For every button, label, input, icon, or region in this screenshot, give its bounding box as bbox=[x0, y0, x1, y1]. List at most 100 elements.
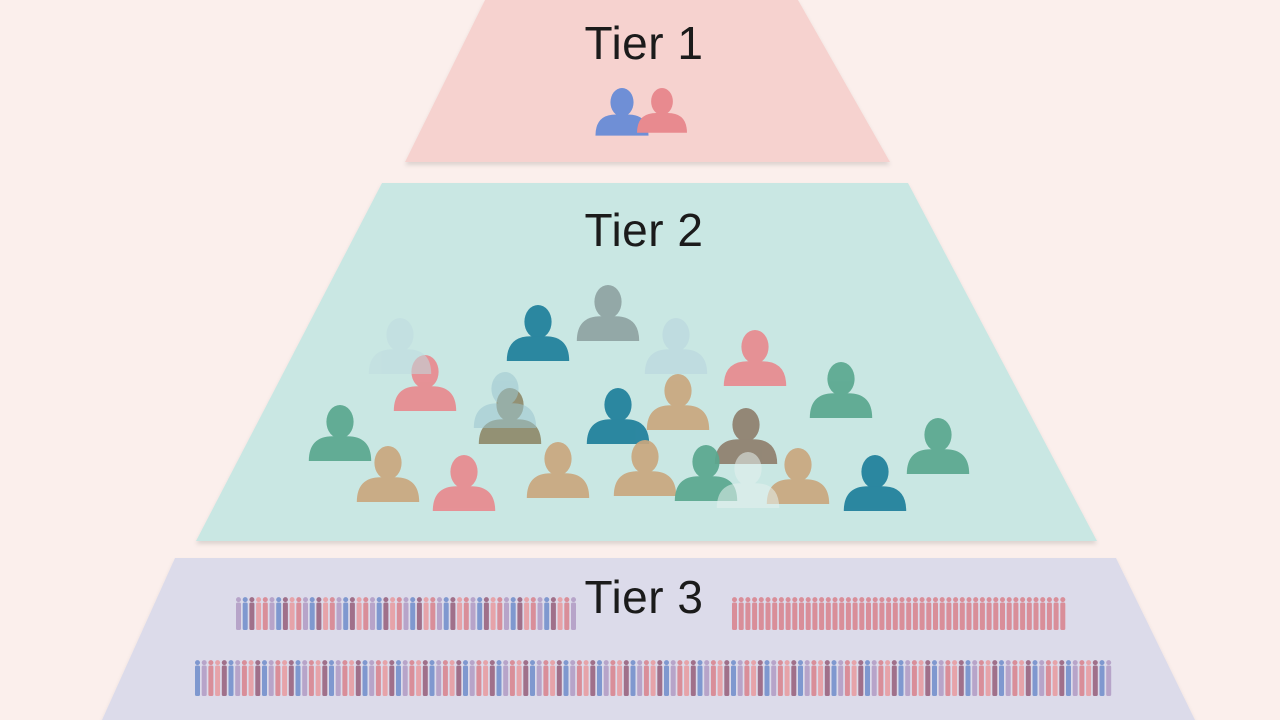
crowd-figure-icon bbox=[737, 660, 743, 696]
crowd-figure-icon bbox=[516, 660, 522, 696]
crowd-figure-icon bbox=[919, 597, 925, 630]
crowd-figure-icon bbox=[1079, 660, 1085, 696]
crowd-figure-icon bbox=[201, 660, 207, 696]
crowd-figure-icon bbox=[623, 660, 629, 696]
crowd-figure-icon bbox=[282, 597, 288, 630]
crowd-figure-icon bbox=[369, 660, 375, 696]
crowd-figure-icon bbox=[470, 597, 476, 630]
crowd-figure-icon bbox=[979, 597, 985, 630]
crowd-figure-icon bbox=[289, 597, 295, 630]
crowd-figure-icon bbox=[422, 660, 428, 696]
tier-3-label: Tier 3 bbox=[584, 571, 704, 623]
crowd-figure-icon bbox=[477, 597, 483, 630]
crowd-figure-icon bbox=[356, 597, 362, 630]
crowd-figure-icon bbox=[463, 660, 468, 696]
crowd-figure-icon bbox=[745, 597, 751, 630]
person-icon bbox=[576, 285, 640, 341]
crowd-figure-icon bbox=[752, 597, 758, 630]
person-pink-icon bbox=[637, 88, 687, 133]
crowd-figure-icon bbox=[992, 660, 998, 696]
crowd-figure-icon bbox=[1045, 660, 1051, 696]
tier-1-trapezoid bbox=[405, 0, 890, 162]
crowd-figure-icon bbox=[476, 660, 482, 696]
crowd-figure-icon bbox=[1039, 660, 1045, 696]
crowd-figure-icon bbox=[812, 597, 818, 630]
crowd-figure-icon bbox=[804, 660, 810, 696]
crowd-figure-icon bbox=[489, 660, 495, 696]
crowd-figure-icon bbox=[885, 660, 891, 696]
crowd-figure-icon bbox=[236, 597, 241, 630]
crowd-figure-icon bbox=[296, 597, 302, 630]
crowd-figure-icon bbox=[851, 660, 857, 696]
tier-1-people bbox=[595, 88, 687, 136]
crowd-figure-icon bbox=[497, 597, 503, 630]
crowd-figure-icon bbox=[564, 597, 570, 630]
crowd-figure-icon bbox=[650, 660, 656, 696]
crowd-figure-icon bbox=[684, 660, 690, 696]
crowd-figure-icon bbox=[872, 597, 878, 630]
crowd-figure-icon bbox=[925, 660, 931, 696]
crowd-figure-icon bbox=[932, 660, 937, 696]
crowd-figure-icon bbox=[571, 597, 576, 630]
crowd-figure-icon bbox=[457, 597, 463, 630]
crowd-figure-icon bbox=[355, 660, 361, 696]
crowd-figure-icon bbox=[570, 660, 576, 696]
crowd-figure-icon bbox=[416, 660, 422, 696]
crowd-figure-icon bbox=[799, 597, 804, 630]
crowd-figure-icon bbox=[583, 660, 589, 696]
crowd-figure-icon bbox=[993, 597, 999, 630]
crowd-figure-icon bbox=[509, 660, 515, 696]
crowd-figure-icon bbox=[228, 660, 234, 696]
crowd-figure-icon bbox=[322, 660, 328, 696]
crowd-figure-icon bbox=[871, 660, 877, 696]
crowd-figure-icon bbox=[778, 597, 784, 630]
crowd-figure-icon bbox=[537, 597, 543, 630]
crowd-figure-icon bbox=[690, 660, 696, 696]
crowd-figure-icon bbox=[697, 660, 703, 696]
crowd-figure-icon bbox=[576, 660, 582, 696]
crowd-figure-icon bbox=[831, 660, 837, 696]
crowd-figure-icon bbox=[349, 597, 355, 630]
crowd-figure-icon bbox=[825, 597, 831, 630]
tier-3-crowd bbox=[195, 597, 1112, 696]
tier-2-people bbox=[308, 285, 970, 511]
crowd-figure-icon bbox=[1006, 597, 1012, 630]
crowd-figure-icon bbox=[335, 660, 341, 696]
crowd-figure-icon bbox=[858, 660, 864, 696]
crowd-figure-icon bbox=[276, 597, 282, 630]
crowd-figure-icon bbox=[985, 660, 991, 696]
crowd-figure-icon bbox=[610, 660, 616, 696]
crowd-figure-icon bbox=[1000, 597, 1005, 630]
crowd-figure-icon bbox=[657, 660, 663, 696]
crowd-figure-icon bbox=[852, 597, 858, 630]
crowd-figure-icon bbox=[288, 660, 294, 696]
crowd-figure-icon bbox=[215, 660, 221, 696]
crowd-figure-icon bbox=[777, 660, 783, 696]
crowd-figure-icon bbox=[738, 597, 744, 630]
crowd-figure-icon bbox=[303, 597, 308, 630]
crowd-figure-icon bbox=[557, 597, 563, 630]
person-icon bbox=[526, 442, 590, 498]
crowd-figure-icon bbox=[469, 660, 475, 696]
crowd-figure-icon bbox=[832, 597, 838, 630]
crowd-figure-icon bbox=[757, 660, 763, 696]
crowd-figure-icon bbox=[370, 597, 375, 630]
crowd-figure-icon bbox=[504, 597, 509, 630]
crowd-figure-icon bbox=[838, 660, 844, 696]
crowd-figure-icon bbox=[242, 597, 248, 630]
crowd-figure-icon bbox=[898, 660, 904, 696]
crowd-figure-icon bbox=[429, 660, 435, 696]
crowd-figure-icon bbox=[383, 597, 389, 630]
crowd-figure-icon bbox=[483, 660, 489, 696]
crowd-figure-icon bbox=[879, 597, 885, 630]
person-icon bbox=[843, 455, 907, 511]
crowd-figure-icon bbox=[965, 660, 971, 696]
crowd-figure-icon bbox=[262, 597, 268, 630]
crowd-figure-icon bbox=[603, 660, 609, 696]
crowd-figure-icon bbox=[349, 660, 355, 696]
crowd-figure-icon bbox=[905, 660, 911, 696]
person-icon bbox=[644, 318, 708, 374]
crowd-figure-icon bbox=[945, 660, 951, 696]
